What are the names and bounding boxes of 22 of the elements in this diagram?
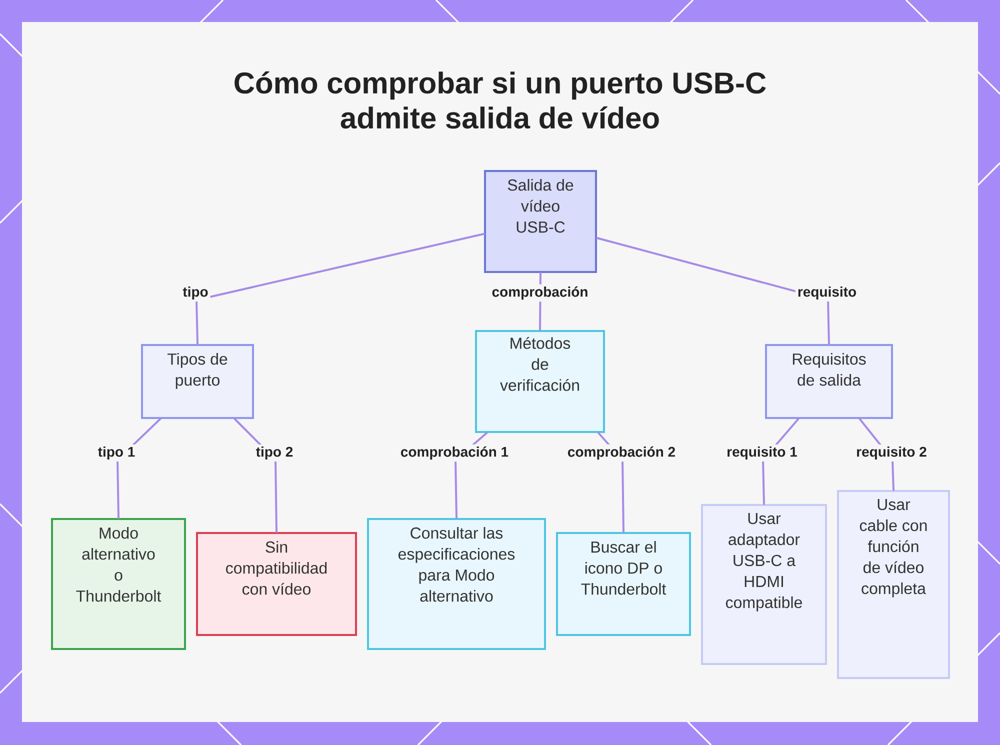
connector-line xyxy=(596,236,830,345)
edge-label: comprobación xyxy=(490,284,590,302)
edge-label: requisito 2 xyxy=(854,444,929,462)
edge-label: requisito 1 xyxy=(724,444,800,462)
edge-label: requisito xyxy=(795,284,859,302)
leaf-box: Sin compatibilidad con vídeo xyxy=(196,532,357,636)
leaf-box: Consultar las especificaciones para Modo alternativo xyxy=(367,518,546,650)
branch-box: Métodos de verificación xyxy=(475,330,605,433)
leaf-box: Buscar el icono DP o Thunderbolt xyxy=(556,532,691,636)
leaf-box: Modo alternativo o Thunderbolt xyxy=(51,518,186,650)
connector-line xyxy=(196,232,485,345)
root-box: Salida de vídeo USB-C xyxy=(484,170,597,273)
edge-label: tipo xyxy=(180,284,210,302)
edge-label: comprobación 2 xyxy=(565,444,678,462)
branch-box: Requisitos de salida xyxy=(765,344,893,419)
title: Cómo comprobar si un puerto USB-C admite salida de vídeo xyxy=(234,71,766,129)
branch-box: Tipos de puerto xyxy=(141,344,254,419)
leaf-box: Usar adaptador USB-C a HDMI compatible xyxy=(701,504,827,665)
edge-label: tipo 2 xyxy=(254,444,296,462)
leaf-box: Usar cable con función de vídeo completa xyxy=(837,490,950,679)
edge-label: tipo 1 xyxy=(96,444,138,462)
edge-label: comprobación 1 xyxy=(398,444,511,462)
